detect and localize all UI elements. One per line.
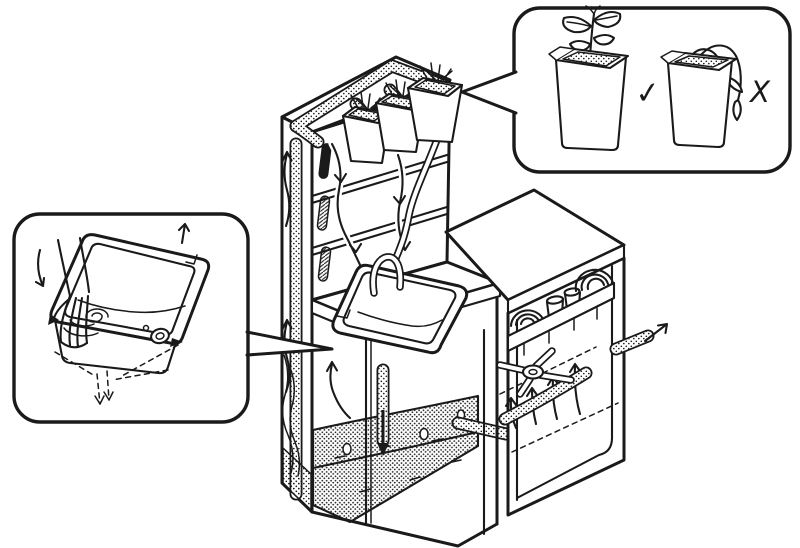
exhaust-pipe bbox=[609, 322, 669, 356]
exhaust-arrow bbox=[643, 322, 669, 343]
ripple-spiral bbox=[85, 308, 109, 323]
planter-boxes bbox=[341, 62, 464, 165]
bubble-tail bbox=[460, 70, 518, 115]
press-arrow bbox=[34, 248, 46, 288]
tower-bottom-edge bbox=[310, 510, 499, 548]
cross-icon: X bbox=[748, 75, 771, 109]
spray-arm bbox=[496, 347, 593, 426]
down-arrow bbox=[377, 443, 389, 456]
wall-water-pool bbox=[282, 447, 312, 511]
callout-planter-comparison: ✓ X bbox=[460, 5, 792, 174]
plate-stack bbox=[509, 309, 546, 328]
hand bbox=[52, 236, 91, 349]
riser-up-arrows bbox=[281, 150, 293, 394]
cascade-water bbox=[289, 369, 301, 477]
plate-stack bbox=[574, 268, 615, 293]
water-tank bbox=[311, 394, 480, 524]
hatched-slot bbox=[316, 195, 331, 231]
water-line bbox=[77, 299, 186, 314]
dark-slot bbox=[318, 143, 332, 179]
dishwasher-unit bbox=[444, 188, 669, 517]
lift-arrow bbox=[177, 222, 191, 245]
check-icon: ✓ bbox=[634, 75, 663, 112]
rim-tab bbox=[548, 46, 575, 61]
grass-sprouts bbox=[419, 62, 453, 82]
faucet bbox=[369, 253, 405, 297]
floor-plane-dashes bbox=[499, 346, 619, 453]
drain-projection bbox=[54, 344, 179, 405]
shelf-lines bbox=[310, 153, 449, 257]
soil bbox=[562, 51, 621, 67]
soil bbox=[674, 55, 729, 68]
water-line bbox=[357, 311, 443, 328]
callout-basin-demo bbox=[12, 212, 334, 424]
counter-sink bbox=[310, 253, 502, 355]
rack-wires bbox=[523, 307, 598, 356]
rim-notch bbox=[185, 254, 198, 265]
wilted-planter bbox=[660, 44, 744, 149]
spray-arrows bbox=[504, 362, 582, 430]
bubble-tail bbox=[245, 330, 334, 357]
rim-notch bbox=[336, 309, 351, 319]
planter-box bbox=[406, 62, 464, 144]
propeller bbox=[496, 347, 575, 398]
sink-basin bbox=[331, 263, 469, 355]
lower-compartment bbox=[281, 281, 513, 548]
drain-pipe bbox=[376, 363, 390, 456]
suction-arrow bbox=[325, 360, 352, 420]
drain-roller bbox=[142, 324, 170, 345]
rim-tab bbox=[660, 50, 686, 64]
hatched-slot bbox=[317, 246, 332, 282]
cascade-water bbox=[281, 354, 294, 474]
dish-rack bbox=[506, 268, 616, 356]
rack-front-board bbox=[506, 281, 616, 353]
healthy-planter bbox=[548, 5, 630, 152]
vent-slots bbox=[316, 143, 332, 282]
